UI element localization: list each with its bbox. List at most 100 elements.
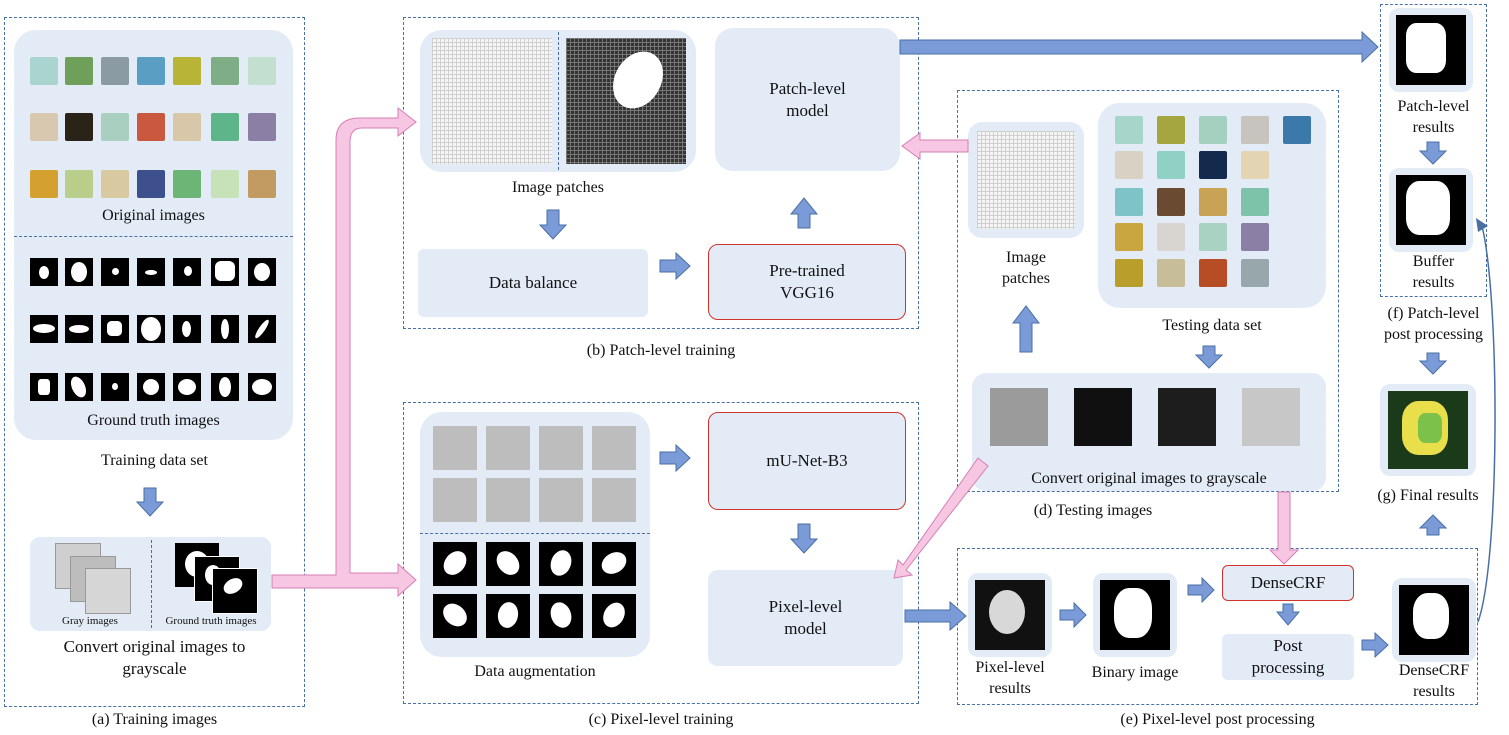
patch-results-label: Patch-level results xyxy=(1397,98,1470,136)
post-processing-box: Post processing xyxy=(1222,634,1354,680)
mask xyxy=(211,258,239,286)
test-gray-image xyxy=(990,388,1048,446)
binary-image xyxy=(1100,580,1170,650)
mask xyxy=(137,373,165,401)
arrow-up-vgg xyxy=(789,197,819,229)
binary-image-label: Binary image xyxy=(1091,664,1179,681)
arrow-pink-to-pixel-model xyxy=(893,457,989,579)
arrow-right-augmentation xyxy=(659,443,691,473)
thumbnail xyxy=(101,113,129,141)
thumbnail xyxy=(65,113,93,141)
training-data-set-label: Training data set xyxy=(101,452,208,469)
thumbnail xyxy=(211,113,239,141)
augmented-mask xyxy=(539,594,583,638)
data-augmentation-label: Data augmentation xyxy=(474,663,596,680)
augmented-mask xyxy=(486,594,530,638)
arrow-pink-to-patch-model xyxy=(901,132,969,160)
buffer-results-image xyxy=(1396,175,1466,245)
thumbnail xyxy=(248,113,276,141)
gray-images-label: Gray images xyxy=(62,615,118,627)
thumbnail xyxy=(1115,116,1143,144)
ground-truth-images-label: Ground truth images xyxy=(87,412,220,429)
mask xyxy=(248,315,276,343)
patch-results-image xyxy=(1396,15,1466,85)
mask xyxy=(101,315,129,343)
mask xyxy=(211,315,239,343)
mask xyxy=(65,315,93,343)
mask xyxy=(173,373,201,401)
mask xyxy=(30,373,58,401)
frame-pixel-level-post-processing xyxy=(957,548,1478,705)
augmented-gray xyxy=(486,478,530,522)
ground-truth-small-label: Ground truth images xyxy=(165,615,257,627)
convert-training-label: Convert original images to grayscale xyxy=(63,637,246,678)
mask xyxy=(101,258,129,286)
thumbnail xyxy=(1157,259,1185,287)
augmented-mask xyxy=(433,542,477,586)
thumbnail xyxy=(1199,223,1227,251)
thumbnail xyxy=(30,113,58,141)
mask xyxy=(173,258,201,286)
mask xyxy=(65,258,93,286)
pixel-level-model-box: Pixel-level model xyxy=(708,570,903,666)
augmented-gray xyxy=(539,426,583,470)
thumbnail xyxy=(1241,188,1269,216)
mask xyxy=(248,373,276,401)
augmented-mask xyxy=(433,594,477,638)
arrow-pink-training xyxy=(271,106,417,598)
section-f-caption: (f) Patch-level post processing xyxy=(1383,305,1484,343)
thumbnail xyxy=(1115,188,1143,216)
arrow-pink-to-densecrf xyxy=(1268,491,1300,565)
densecrf-results-image xyxy=(1399,585,1469,655)
image-patches-label: Image patches xyxy=(512,179,604,196)
thumbnail xyxy=(137,57,165,85)
augmented-gray xyxy=(433,478,477,522)
test-gray-image xyxy=(1158,388,1216,446)
arrow-down-final xyxy=(1418,352,1448,375)
arrow-down-densecrf xyxy=(1275,603,1301,626)
thumbnail xyxy=(248,57,276,85)
arrow-down-patches xyxy=(538,209,568,240)
pixel-results-image xyxy=(975,580,1045,650)
arrow-right-binary-densecrf xyxy=(1187,576,1215,604)
mask xyxy=(211,373,239,401)
arrow-curve-to-buffer xyxy=(1477,225,1496,623)
mask xyxy=(248,258,276,286)
buffer-results-label: Buffer results xyxy=(1412,253,1455,291)
arrow-down-testing xyxy=(1194,345,1224,369)
thumbnail xyxy=(173,170,201,198)
thumbnail xyxy=(101,57,129,85)
mask xyxy=(30,315,58,343)
final-results-image xyxy=(1388,391,1468,469)
arrow-down-patch-buffer xyxy=(1418,141,1448,165)
arrow-right-balance xyxy=(659,251,691,281)
thumbnail xyxy=(248,170,276,198)
frame-patch-level-post-processing xyxy=(1380,4,1487,297)
augmented-gray xyxy=(486,426,530,470)
augmented-mask xyxy=(486,542,530,586)
arrow-right-pixel-binary xyxy=(1059,601,1087,629)
thumbnail xyxy=(1157,188,1185,216)
grayscale-divider xyxy=(151,540,152,628)
thumbnail xyxy=(1199,151,1227,179)
test-gray-image xyxy=(1242,388,1300,446)
thumbnail xyxy=(173,57,201,85)
section-e-caption: (e) Pixel-level post processing xyxy=(1120,711,1315,728)
section-g-caption: (g) Final results xyxy=(1377,487,1479,504)
test-gray-image xyxy=(1074,388,1132,446)
thumbnail xyxy=(1199,116,1227,144)
test-convert-label: Convert original images to grayscale xyxy=(1031,470,1267,487)
original-images-label: Original images xyxy=(102,207,205,224)
augmented-mask xyxy=(592,542,636,586)
augmented-mask xyxy=(539,542,583,586)
pretrained-vgg16-box: Pre-trained VGG16 xyxy=(708,244,906,320)
training-data-panel xyxy=(14,30,293,440)
mask xyxy=(30,258,58,286)
frame-patch-level-training xyxy=(403,17,919,329)
thumbnail xyxy=(137,170,165,198)
arrow-right-post xyxy=(1361,631,1389,659)
section-a-caption: (a) Training images xyxy=(91,711,218,728)
densecrf-results-label: DenseCRF results xyxy=(1398,662,1470,700)
densecrf-box: DenseCRF xyxy=(1222,565,1354,601)
frame-training-images xyxy=(4,17,305,707)
